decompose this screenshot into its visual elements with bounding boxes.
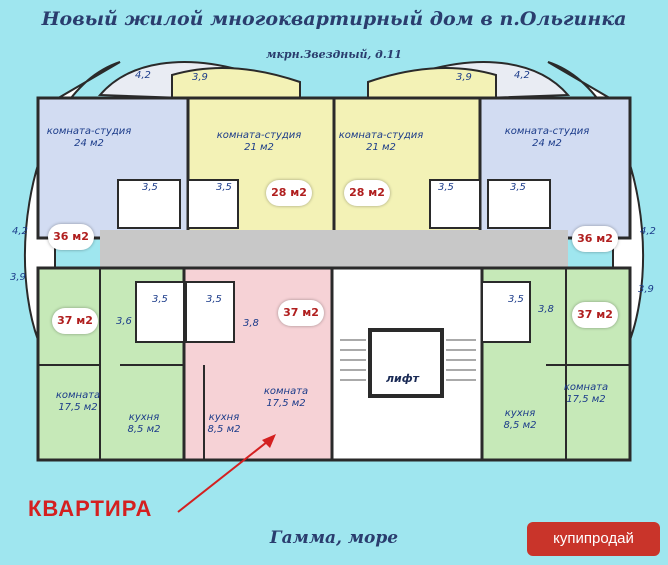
lift-label: лифт [386,372,420,385]
bath-7 [481,281,531,343]
dim-label: 3,8 [243,318,259,329]
top-center-right-balcony [367,66,497,101]
corridor [100,230,568,268]
bath-6 [185,281,235,343]
top-center-left-balcony [171,66,301,101]
dim-label: 3,5 [438,182,454,193]
bath-2 [187,179,239,229]
pointer-arrow [177,437,273,513]
dim-label: 3,9 [192,72,208,83]
bath-3 [429,179,481,229]
area-badge: 28 м2 [344,180,390,206]
dim-label: 3,5 [142,182,158,193]
address: мкрн.Звездный, д.11 [266,48,402,61]
dim-label: 3,5 [508,294,524,305]
dim-label: 3,9 [456,72,472,83]
dim-label: 3,8 [538,304,554,315]
dim-label: 4,2 [640,226,656,237]
dim-label: 3,9 [10,272,26,283]
watermark-badge[interactable]: купипродай [527,522,660,556]
dim-label: 3,5 [216,182,232,193]
dim-label: 3,5 [152,294,168,305]
bath-5 [135,281,185,343]
dim-label: 4,2 [135,70,151,81]
arrowhead [262,434,276,448]
area-badge: 37 м2 [278,300,324,326]
area-badge: 28 м2 [266,180,312,206]
dim-label: 3,5 [510,182,526,193]
caption: Гамма, море [269,528,399,548]
area-badge: 36 м2 [572,226,618,252]
dim-label: 3,5 [206,294,222,305]
bath-4 [487,179,551,229]
apartment-label: КВАРТИРА [28,496,153,521]
bath-1 [117,179,181,229]
area-badge: 37 м2 [572,302,618,328]
area-badge: 36 м2 [48,224,94,250]
dim-label: 3,6 [116,316,132,327]
dim-label: 3,9 [638,284,654,295]
stairs [340,339,476,381]
area-badge: 37 м2 [52,308,98,334]
page-title: Новый жилой многоквартирный дом в п.Ольг… [41,8,627,30]
dim-label: 4,2 [12,226,28,237]
lift-shaft [368,328,444,398]
dim-label: 4,2 [514,70,530,81]
